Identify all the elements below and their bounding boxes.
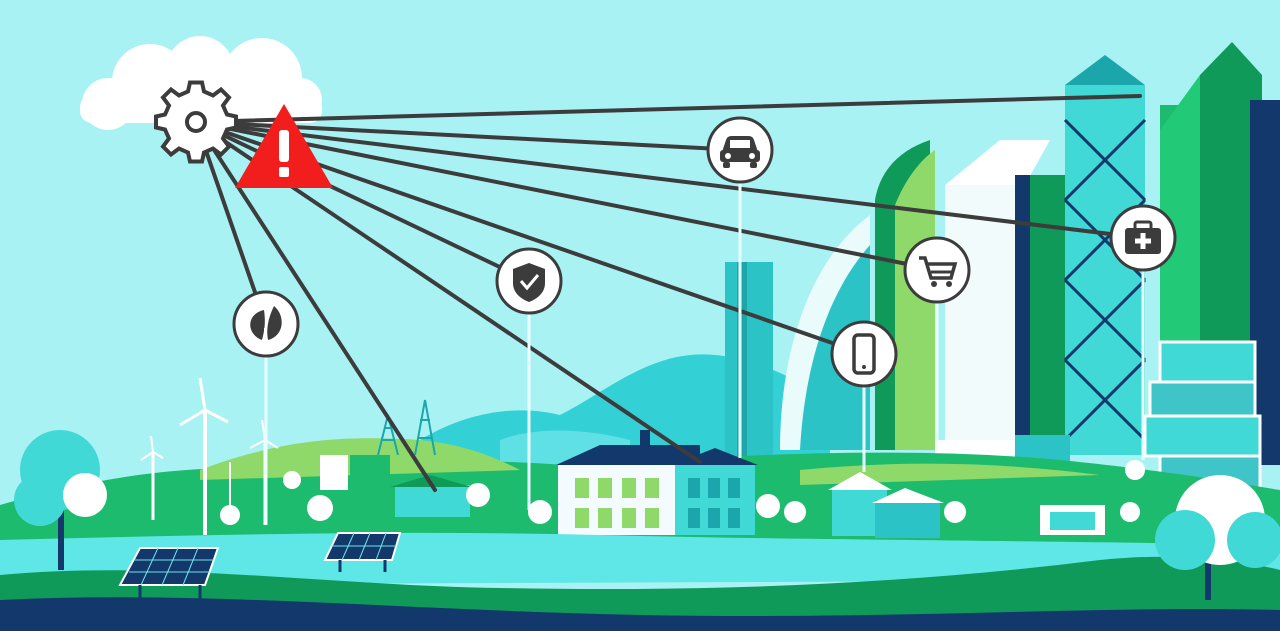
car-icon: [706, 116, 774, 184]
gear-icon: [154, 80, 238, 164]
alert-triangle-icon: [235, 104, 333, 188]
central-houses: [556, 430, 1105, 538]
foreground-ground: [0, 556, 1280, 631]
trees: [14, 430, 1280, 600]
medical-kit-icon: [1109, 204, 1177, 272]
shield-check-icon: [495, 247, 563, 315]
leaf-icon: [232, 290, 300, 358]
power-pylons: [377, 399, 436, 456]
solar-panels: [118, 532, 402, 600]
shopping-cart-icon: [903, 236, 971, 304]
lake: [0, 532, 1280, 585]
smartphone-icon: [830, 320, 898, 388]
pin-stems: [264, 182, 1145, 525]
